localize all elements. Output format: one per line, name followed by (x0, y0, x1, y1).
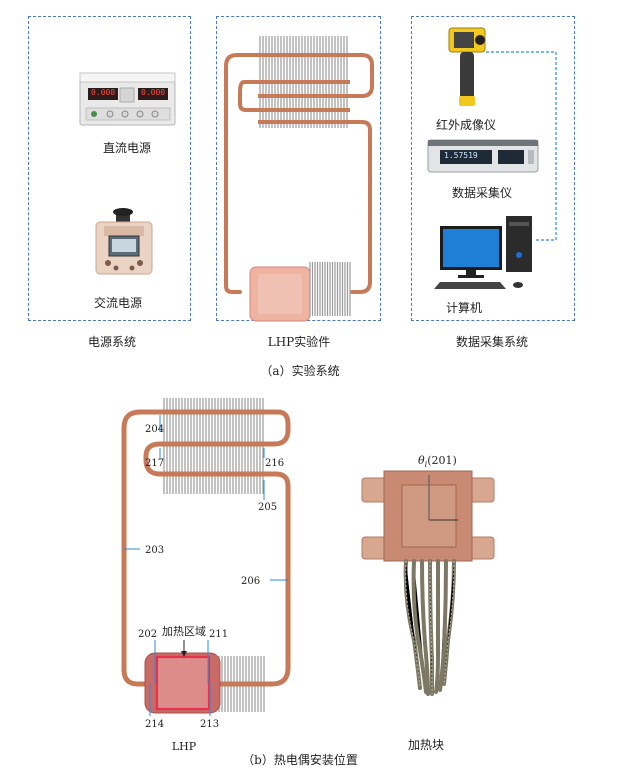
lhp-subcooler-fins (309, 262, 351, 316)
theta-point: (201) (427, 454, 457, 467)
point-211: 211 (209, 629, 229, 640)
computer-icon (434, 216, 532, 289)
point-217: 217 (145, 458, 165, 469)
power-system-title: 电源系统 (87, 335, 137, 349)
daq-unit-label: 数据采集仪 (451, 186, 513, 200)
point-205: 205 (258, 502, 278, 513)
heat-zone-label: 加热区域 (162, 625, 206, 638)
data-acquisition-unit-icon (427, 139, 539, 173)
heat-zone-box (155, 655, 211, 711)
heater-label: 加热块 (407, 738, 445, 752)
caption-b: （b）热电偶安装位置 (242, 753, 358, 767)
lhp-panel-title: LHP实验件 (267, 335, 331, 349)
dc-power-label: 直流电源 (102, 141, 152, 155)
daq-display-readout: 1.57519 (444, 151, 478, 160)
lhp-label: LHP (171, 740, 197, 753)
point-202: 202 (138, 629, 158, 640)
heater-block-image (361, 470, 495, 696)
dc-display-left: 0.000 (91, 88, 116, 97)
lhp-b-subcooler-fins (214, 656, 268, 712)
theta-subscript: i (424, 460, 428, 470)
point-203: 203 (145, 545, 165, 556)
point-216: 216 (265, 458, 285, 469)
point-206: 206 (241, 576, 261, 587)
point-213: 213 (200, 719, 220, 730)
computer-label: 计算机 (445, 301, 483, 315)
dc-display-right: 0.000 (141, 88, 166, 97)
point-204: 204 (145, 424, 165, 435)
lhp-condenser-fins (258, 36, 350, 128)
ir-camera-label: 红外成像仪 (435, 118, 497, 132)
daq-system-title: 数据采集系统 (455, 335, 529, 349)
caption-a: （a）实验系统 (260, 364, 340, 378)
theta-symbol: θ (418, 454, 425, 467)
daq-system-panel (411, 16, 575, 321)
ac-power-label: 交流电源 (93, 296, 143, 310)
infrared-camera-icon (448, 27, 486, 106)
lhp-b-condenser-fins (160, 398, 266, 494)
point-214: 214 (145, 719, 165, 730)
power-system-panel (28, 16, 191, 321)
theta-label: θi(201) (418, 454, 457, 469)
